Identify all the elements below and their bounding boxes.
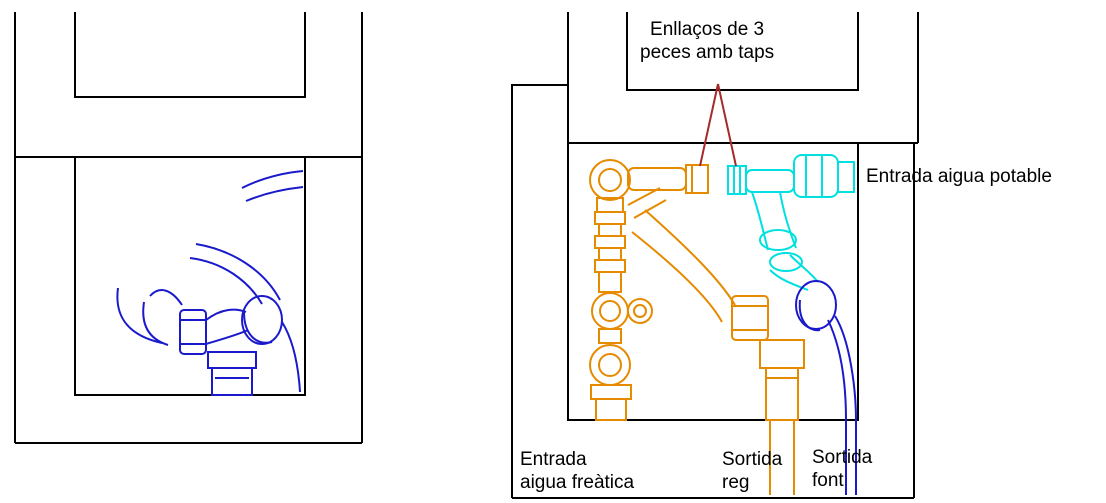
fittings-label: Enllaços de 3 peces amb taps <box>640 19 775 63</box>
fountain-outlet-label: Sortida font <box>812 447 873 491</box>
phreatic-inlet-label: Entrada aigua freàtica <box>520 449 635 493</box>
left-pipes <box>116 170 304 396</box>
potable-pipework <box>727 154 855 291</box>
right-outer-wall <box>511 84 568 498</box>
left-top-box <box>74 12 306 98</box>
phreatic-pipework <box>589 159 805 421</box>
irrigation-outlet-pipe <box>769 420 795 495</box>
right-top-box <box>626 12 859 91</box>
left-view <box>14 12 363 444</box>
potable-inlet-label: Entrada aigua potable <box>866 166 1052 187</box>
left-lower-box <box>74 156 306 396</box>
right-niche <box>567 142 859 421</box>
right-view <box>511 12 919 499</box>
irrigation-outlet-label: Sortida reg <box>722 449 783 493</box>
fountain-pipework <box>795 280 857 495</box>
fittings-leader-lines <box>699 83 737 167</box>
